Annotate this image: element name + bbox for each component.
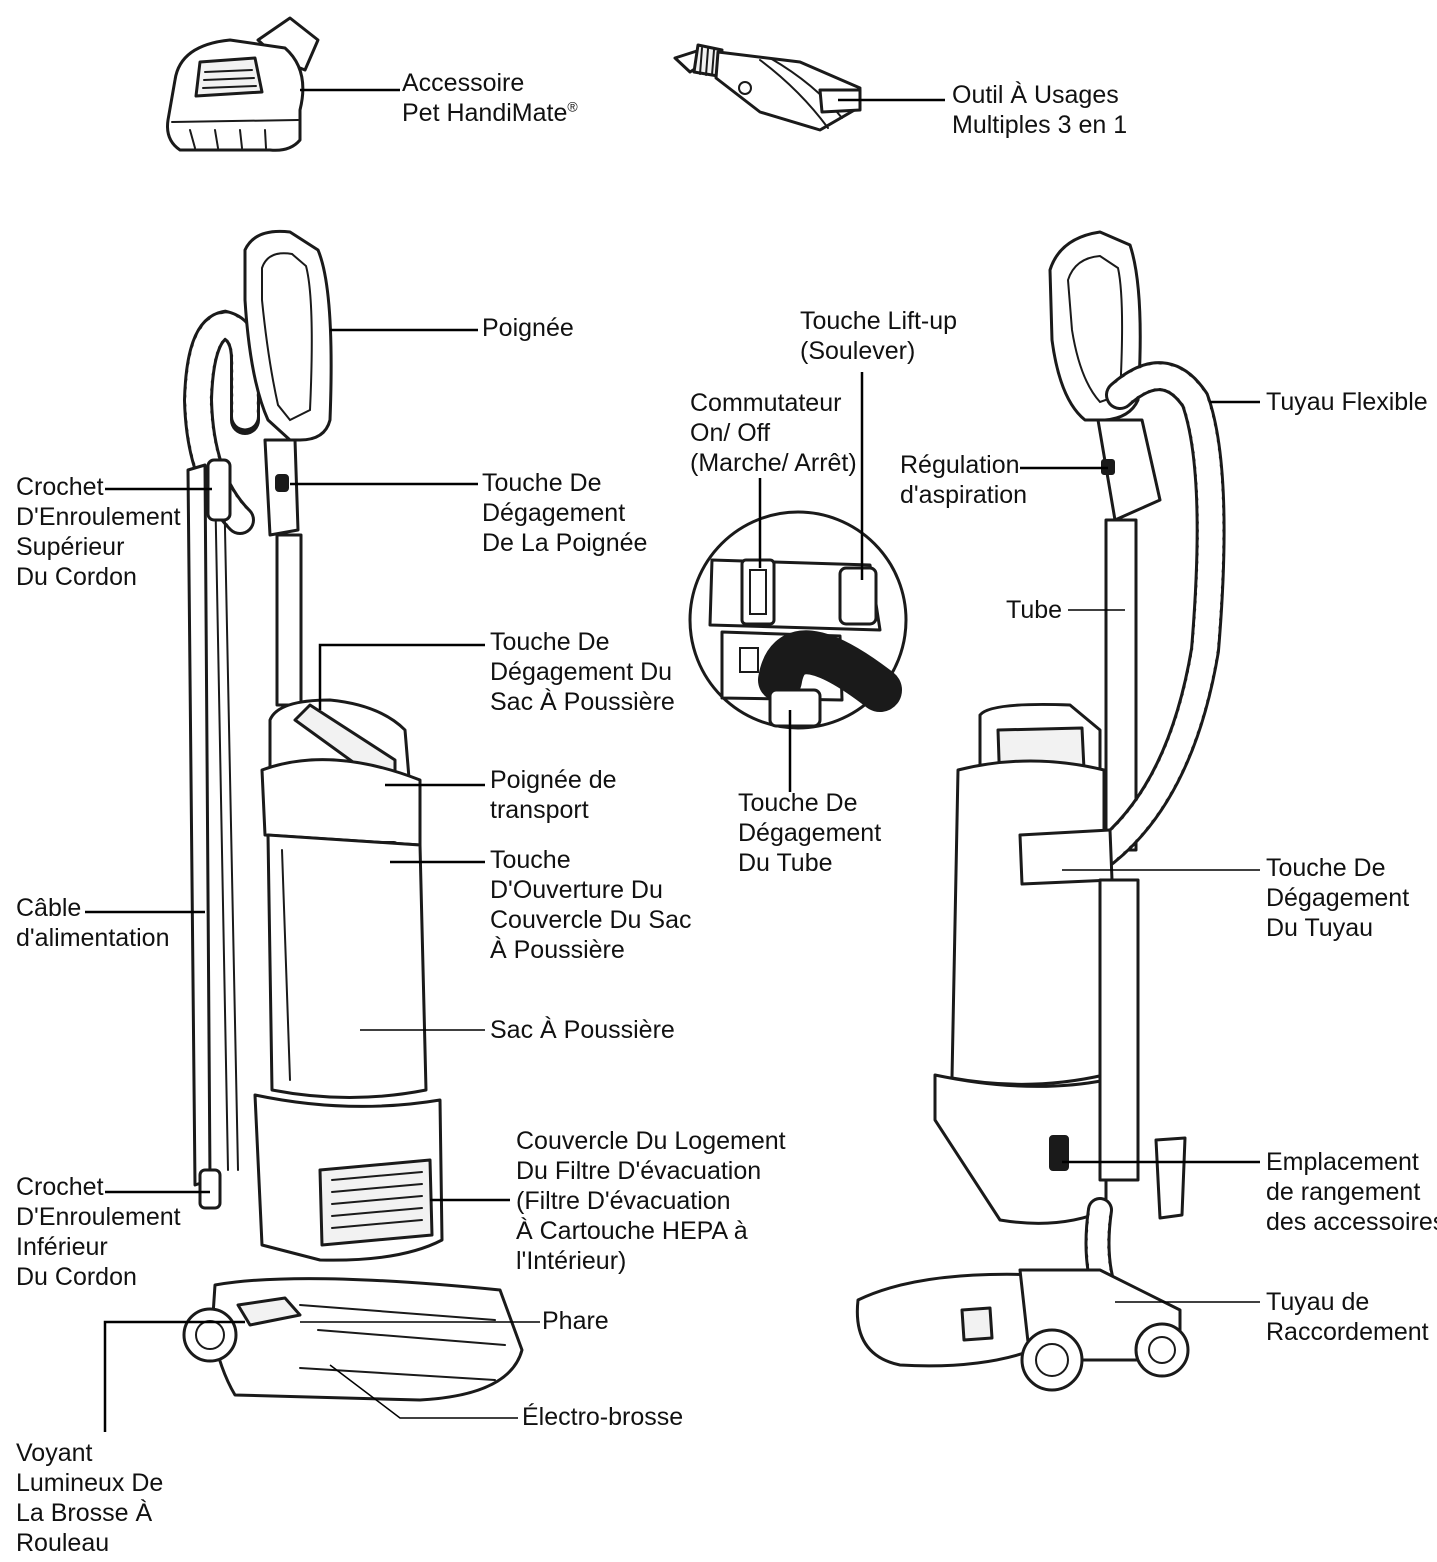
label-power-cord: Câble d'alimentation xyxy=(16,894,170,952)
label-wand: Tube xyxy=(1006,596,1063,624)
label-suction-control: Régulation d'aspiration xyxy=(900,451,1028,509)
leader-lines xyxy=(85,88,1260,1432)
label-handle-release: Touche De Dégagement De La Poignée xyxy=(482,469,648,557)
label-carry-handle: Poignée de transport xyxy=(490,766,617,824)
label-dust-cup-lid-button: Touche D'Ouverture Du Couvercle Du Sac À… xyxy=(490,846,692,964)
label-lift-up-button: Touche Lift-up (Soulever) xyxy=(800,307,958,365)
label-pet-handimate: Accessoire Pet HandiMate® xyxy=(402,69,578,127)
label-hose-release: Touche De Dégagement Du Tuyau xyxy=(1266,854,1410,942)
label-headlight: Phare xyxy=(542,1307,609,1335)
label-connection-hose: Tuyau de Raccordement xyxy=(1266,1288,1429,1346)
label-accessory-storage: Emplacement de rangement des accessoires xyxy=(1266,1148,1437,1236)
registered-mark: ® xyxy=(567,98,578,115)
front-vacuum-illustration xyxy=(182,229,524,1402)
control-detail-illustration xyxy=(688,510,908,730)
multi-tool-illustration xyxy=(673,43,862,132)
label-lower-cord-hook: Crochet D'Enroulement Inférieur Du Cordo… xyxy=(16,1173,181,1291)
label-wand-release: Touche De Dégagement Du Tube xyxy=(738,789,882,877)
label-power-switch: Commutateur On/ Off (Marche/ Arrêt) xyxy=(690,389,857,477)
label-upper-cord-hook: Crochet D'Enroulement Supérieur Du Cordo… xyxy=(16,473,181,591)
label-hose: Tuyau Flexible xyxy=(1266,388,1428,416)
label-powerhead: Électro-brosse xyxy=(522,1403,684,1431)
back-vacuum-illustration xyxy=(855,230,1226,1392)
label-brushroll-indicator: Voyant Lumineux De La Brosse À Rouleau xyxy=(16,1439,164,1557)
label-handle: Poignée xyxy=(482,314,574,342)
label-dust-cup-release: Touche De Dégagement Du Sac À Poussière xyxy=(490,628,675,716)
label-exhaust-filter-cover: Couvercle Du Logement Du Filtre D'évacua… xyxy=(516,1127,786,1275)
pet-handimate-illustration xyxy=(166,16,320,152)
label-multi-tool: Outil À Usages Multiples 3 en 1 xyxy=(952,81,1128,139)
label-dust-cup: Sac À Poussière xyxy=(490,1016,675,1044)
